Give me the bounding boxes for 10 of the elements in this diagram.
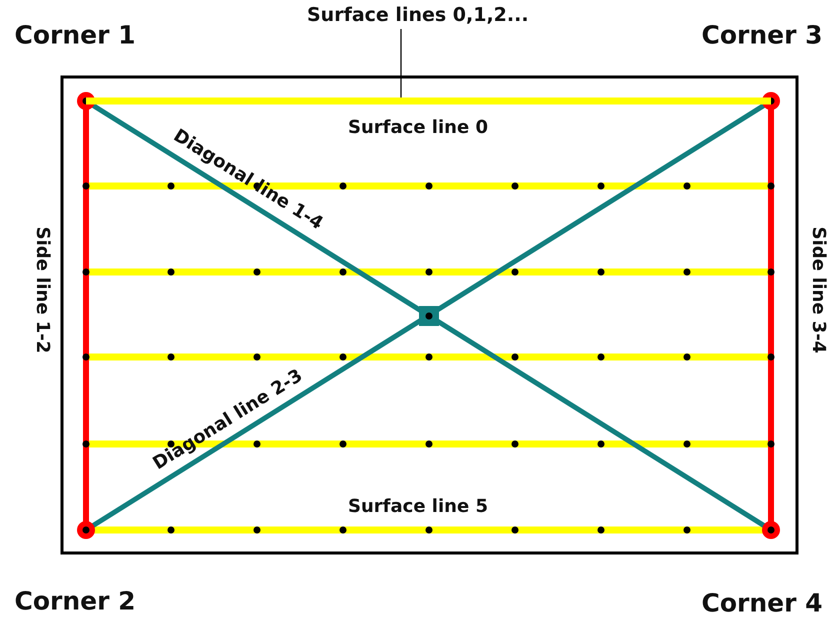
corner-label: Corner 3 — [701, 22, 823, 48]
callout-text: Surface lines 0,1,2... — [307, 6, 529, 25]
line-label: Surface line 5 — [348, 498, 488, 516]
leader-line — [400, 29, 402, 98]
line-label: Side line 3-4 — [809, 226, 827, 354]
corner-label: Corner 4 — [701, 590, 823, 616]
corner-label: Corner 1 — [14, 22, 136, 48]
line-label: Side line 1-2 — [33, 226, 51, 354]
line-label: Surface line 0 — [348, 119, 488, 137]
corner-label: Corner 2 — [14, 588, 136, 614]
